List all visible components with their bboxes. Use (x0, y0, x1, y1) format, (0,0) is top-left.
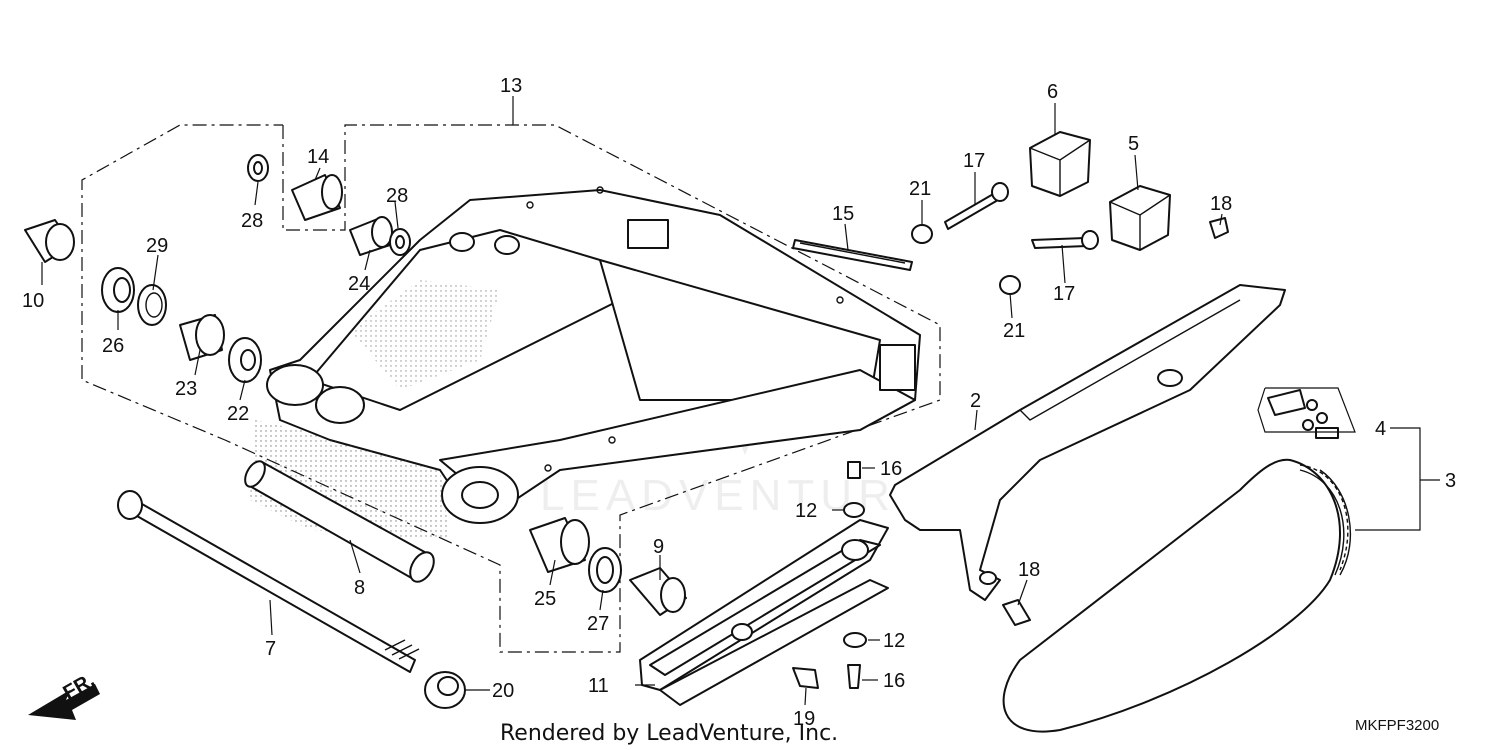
leader-lines (41, 96, 1440, 706)
callout-19: 19 (793, 708, 815, 730)
callout-14: 14 (307, 146, 329, 168)
pivot-collar (244, 460, 435, 583)
callout-26: 26 (102, 335, 124, 357)
callout-17a: 17 (963, 150, 985, 172)
callout-9: 9 (653, 536, 664, 558)
callout-16b: 16 (883, 670, 905, 692)
pivot-bolt (117, 490, 420, 673)
master-link (1257, 387, 1356, 439)
small-fasteners (792, 217, 1229, 689)
callout-8: 8 (354, 577, 365, 599)
callout-21a: 21 (909, 178, 931, 200)
callout-22: 22 (227, 403, 249, 425)
dust-seal-10 (24, 219, 75, 263)
callout-5: 5 (1128, 133, 1139, 155)
callout-15: 15 (832, 203, 854, 225)
pivot-bearings (101, 267, 262, 383)
callout-13: 13 (500, 75, 522, 97)
callout-4: 4 (1375, 418, 1386, 440)
callout-10: 10 (22, 290, 44, 312)
callout-11: 11 (588, 675, 609, 697)
callout-27: 27 (587, 613, 609, 635)
callout-24: 24 (348, 273, 370, 295)
callout-28b: 28 (386, 185, 408, 207)
pivot-bearing-small-parts (247, 154, 411, 256)
callout-12b: 12 (883, 630, 905, 652)
diagram-code: MKFPF3200 (1355, 717, 1439, 734)
callout-17b: 17 (1053, 283, 1075, 305)
adjuster-bolts (911, 182, 1099, 295)
callout-6: 6 (1047, 81, 1058, 103)
adjuster-blocks (1029, 131, 1171, 251)
rendered-by-credit: Rendered by LeadVenture, Inc. (500, 721, 838, 746)
caution-sticker (792, 239, 913, 271)
callout-23: 23 (175, 378, 197, 400)
callout-29: 29 (146, 235, 168, 257)
arrow-left-icon (28, 684, 100, 720)
arm-stipple (350, 280, 500, 390)
chain-case (889, 284, 1286, 601)
drive-chain (1002, 458, 1352, 733)
callout-16a: 16 (880, 458, 902, 480)
front-direction-arrow: FR. (28, 669, 100, 720)
watermark-text: LEADVENTURE (540, 471, 931, 520)
chain-slider (639, 519, 889, 706)
callout-18b: 18 (1018, 559, 1040, 581)
callout-18a: 18 (1210, 193, 1232, 215)
callout-3: 3 (1445, 470, 1456, 492)
callout-2: 2 (970, 390, 981, 412)
callout-20: 20 (492, 680, 514, 702)
callout-28a: 28 (241, 210, 263, 232)
callout-21b: 21 (1003, 320, 1025, 342)
callout-12a: 12 (795, 500, 817, 522)
callout-numbers: 13 14 28 28 24 10 29 26 23 22 8 7 20 25 … (22, 75, 1456, 730)
lower-bearings (529, 517, 687, 616)
pivot-nut (424, 671, 466, 709)
assembly-boundary-13 (81, 124, 941, 653)
callout-25: 25 (534, 588, 556, 610)
callout-7: 7 (265, 638, 276, 660)
